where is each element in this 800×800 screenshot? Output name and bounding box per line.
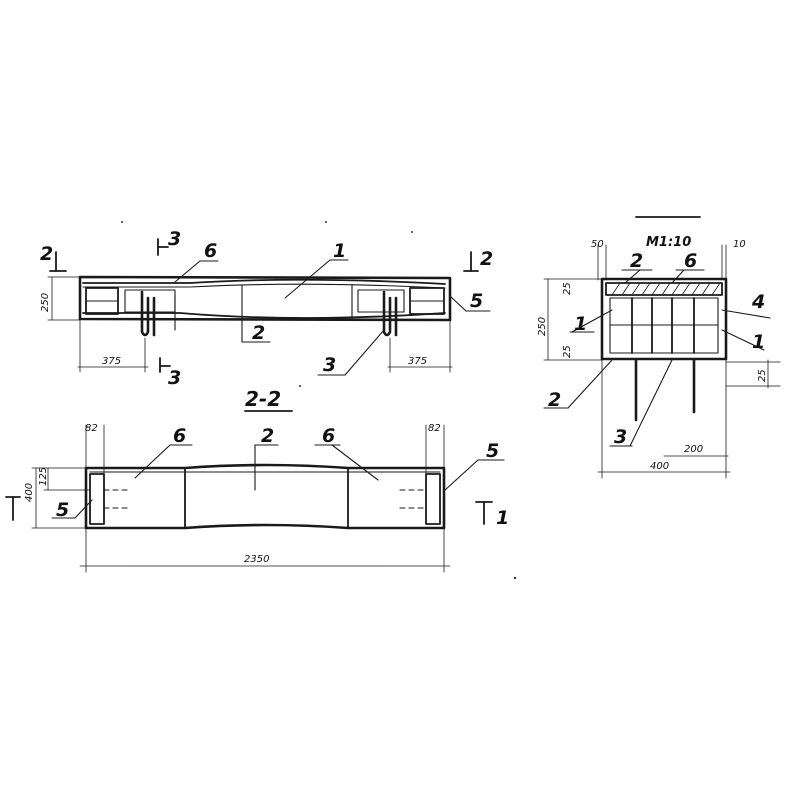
section-2-left-label: 2 xyxy=(40,243,53,265)
plan-left-end-frame xyxy=(89,473,105,525)
section-callout-1a-leader xyxy=(571,309,613,333)
section-callout-2b-leader xyxy=(567,359,613,409)
plan-callout-5a-leader xyxy=(74,499,93,519)
section-callout-1b-leader xyxy=(721,329,765,351)
elevation-left-inner xyxy=(124,289,176,313)
section-2-right-label: 2 xyxy=(480,248,493,270)
elevation-right-inner xyxy=(357,289,405,313)
section-callout-1a: 1 xyxy=(574,313,587,335)
plan-title: 2-2 xyxy=(245,387,281,411)
section-dim-side-top: 25 xyxy=(562,282,573,295)
elevation-callout-3-leader xyxy=(344,329,385,376)
plan-callout-6a-leader xyxy=(134,444,171,479)
plan-outline xyxy=(84,463,446,530)
elevation-callout-1: 1 xyxy=(333,240,346,262)
elevation-dim-left: 375 xyxy=(102,356,121,367)
elevation-dim-height: 250 xyxy=(40,293,51,312)
elevation-callout-5-leader xyxy=(449,295,467,312)
section-callout-2b: 2 xyxy=(548,389,561,411)
elevation-callout-2: 2 xyxy=(252,322,265,344)
elevation-dim-right: 375 xyxy=(408,356,427,367)
plan-callout-6a: 6 xyxy=(173,425,186,447)
plan-dim-length: 2350 xyxy=(244,554,269,565)
plan-callout-2: 2 xyxy=(261,425,274,447)
elevation-callout-6-leader xyxy=(174,260,201,283)
section-dim-width: 400 xyxy=(650,461,669,472)
plan-dim-end-right: 82 xyxy=(428,423,441,434)
elevation-callout-6: 6 xyxy=(204,240,217,262)
section-callout-3: 3 xyxy=(614,426,627,448)
plan-callout-6b: 6 xyxy=(322,425,335,447)
elevation-callout-1-leader xyxy=(284,259,331,299)
plan-right-end-frame xyxy=(425,473,441,525)
section-callout-1b: 1 xyxy=(752,331,765,353)
section-3-bottom-label: 3 xyxy=(168,367,181,389)
section-callout-3-leader xyxy=(629,359,673,447)
plan-dim-height-inner: 125 xyxy=(38,467,49,486)
section-outline xyxy=(600,277,728,361)
section-callout-6: 6 xyxy=(684,250,697,272)
plan-callout-6b-leader xyxy=(331,444,379,481)
section-dim-side-bot: 25 xyxy=(562,345,573,358)
plan-dim-end-left: 82 xyxy=(85,423,98,434)
plan-view: 2-2 6 2 6 5 5 400 125 xyxy=(5,387,509,573)
section-callout-2: 2 xyxy=(630,250,643,272)
elevation-callout-3: 3 xyxy=(323,354,336,376)
section-dim-height: 250 xyxy=(537,317,548,336)
section-callout-4: 4 xyxy=(751,291,765,313)
section-dim-width-inner: 200 xyxy=(684,444,703,455)
elevation-top-bar xyxy=(82,278,446,285)
elevation-hook-left-a xyxy=(140,290,150,337)
plan-callout-5a: 5 xyxy=(56,499,69,521)
section-dim-top-right: 10 xyxy=(733,239,746,250)
section-callout-4-leader xyxy=(721,309,771,319)
section-slab-hatch xyxy=(611,282,721,296)
scan-specks xyxy=(121,221,517,580)
plan-callout-5b: 5 xyxy=(486,440,499,462)
section-3-top-label: 3 xyxy=(168,228,181,250)
section-callout-6-leader xyxy=(671,269,685,284)
section-title: М1:10 xyxy=(646,235,691,250)
elevation-callout-5: 5 xyxy=(470,290,483,312)
section-dim-right-small: 25 xyxy=(757,369,768,382)
plan-callout-5b-leader xyxy=(444,459,479,491)
section-top-slab xyxy=(605,282,723,296)
section-view: М1:10 2 6 1 1 4 2 3 xyxy=(537,216,781,479)
section-dim-top-left: 50 xyxy=(591,239,604,250)
elevation-view: 2 2 3 3 1 6 2 3 5 250 375 xyxy=(40,228,493,389)
plan-section-mark: 1 xyxy=(496,507,509,529)
elevation-hook-right-a xyxy=(382,290,392,337)
elevation-top-bar-2 xyxy=(82,283,446,289)
elevation-bottom-bar xyxy=(82,312,446,319)
section-callout-2-leader xyxy=(624,269,641,284)
plan-dim-height-total: 400 xyxy=(24,483,35,502)
